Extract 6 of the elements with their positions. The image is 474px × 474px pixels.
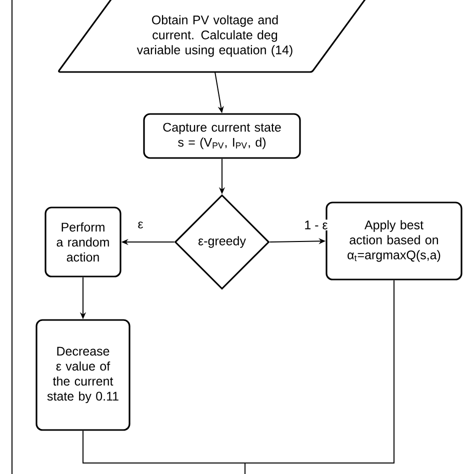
edge-label: ε [138, 222, 144, 228]
process-box: Decrease ε value of the current state by 0.11 [36, 319, 130, 431]
input-parallelogram: Obtain PV voltage and current. Calculate deg variable using equation (14) [58, 0, 372, 73]
process-box: Perform a random action [44, 206, 122, 278]
edge-label: 1 - ε [305, 220, 328, 230]
process-box: Capture current state s = (V$_{PV}$, I$_{PV}$, d) [143, 113, 301, 159]
